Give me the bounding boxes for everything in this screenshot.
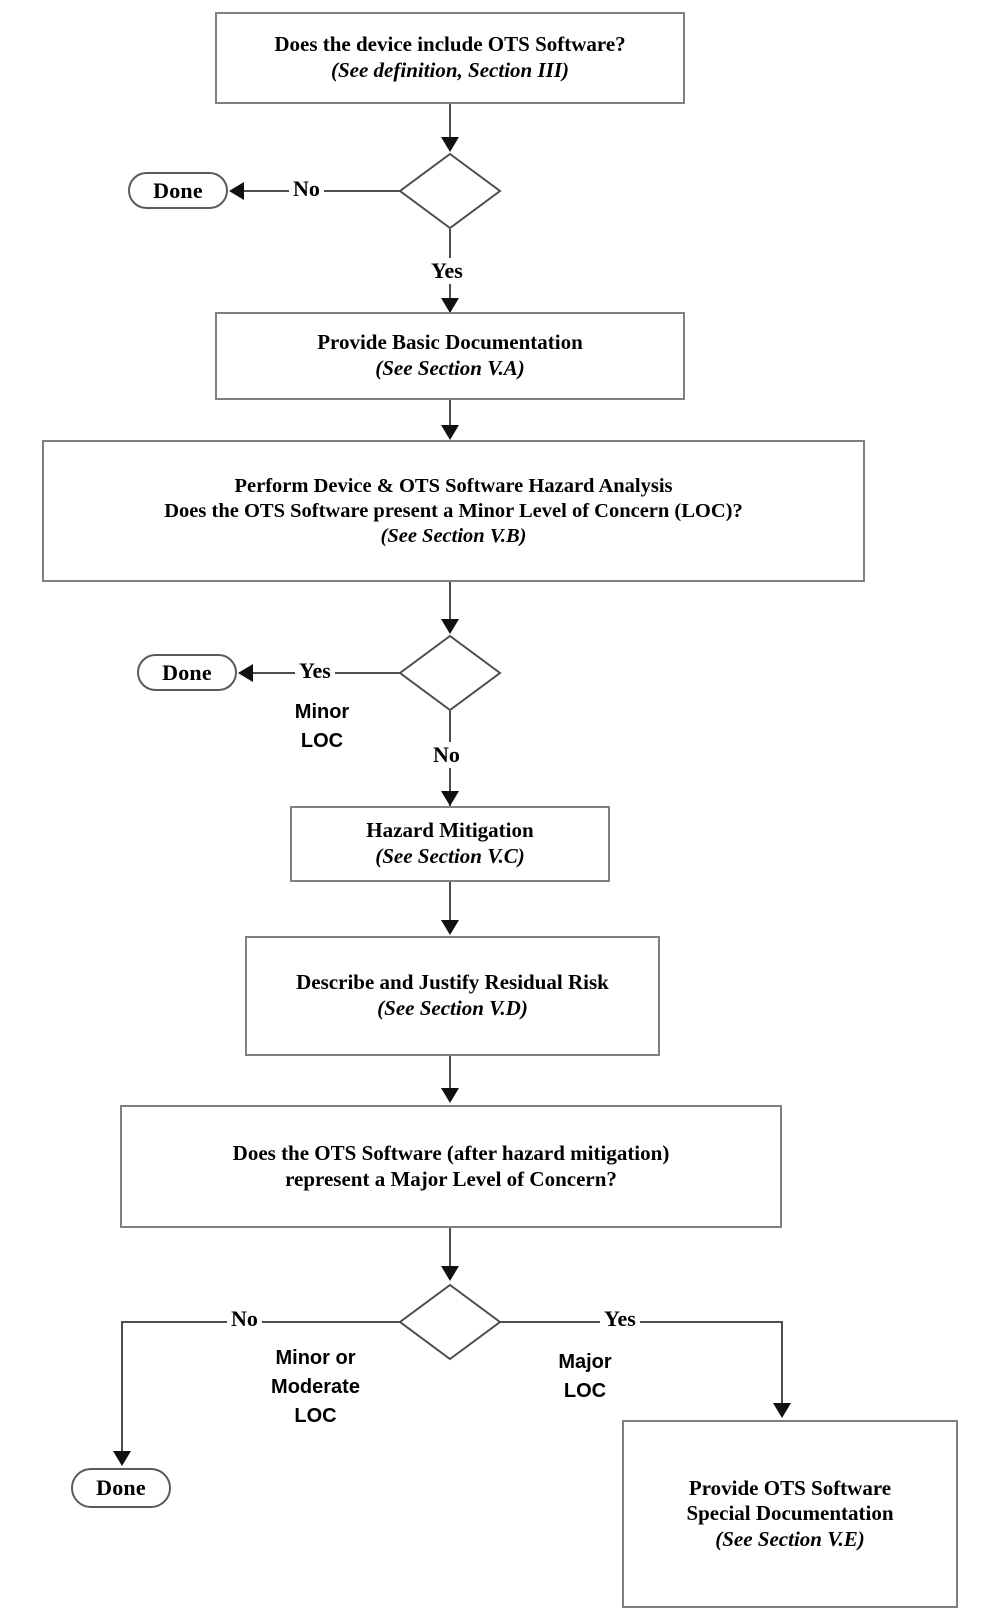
residual-risk-line-2: (See Section V.D) xyxy=(377,996,528,1020)
node-provide-basic-documentation[interactable]: Provide Basic Documentation (See Section… xyxy=(215,312,685,400)
arrowhead-into-decision3 xyxy=(441,1266,459,1281)
decision-include-ots-software[interactable] xyxy=(398,152,502,230)
node-hazard-analysis[interactable]: Perform Device & OTS Software Hazard Ana… xyxy=(42,440,865,582)
node-residual-risk[interactable]: Describe and Justify Residual Risk (See … xyxy=(245,936,660,1056)
connector-start-to-decision1 xyxy=(449,104,451,140)
connector-decision3-no-vertical xyxy=(121,1321,123,1454)
annotation-major-loc-line-2: LOC xyxy=(563,1380,607,1402)
annotation-minor-or-moderate-loc: Minor or Moderate LOC xyxy=(248,1344,383,1431)
done-label-2: Done xyxy=(162,659,212,685)
node-start-question[interactable]: Does the device include OTS Software? (S… xyxy=(215,12,685,104)
arrowhead-into-basic-doc xyxy=(441,298,459,313)
connector-hazard-analysis-to-decision2 xyxy=(449,582,451,622)
arrowhead-into-hazard-mitigation xyxy=(441,791,459,806)
edge-label-decision1-no: No xyxy=(289,176,324,202)
basic-doc-line-1: Provide Basic Documentation xyxy=(317,330,583,355)
annotation-minor-loc-line-1: Minor xyxy=(294,701,350,723)
decision-minor-level-of-concern[interactable] xyxy=(398,634,502,712)
terminator-done-minor-or-moderate-loc[interactable]: Done xyxy=(71,1468,171,1508)
annotation-minor-loc: Minor LOC xyxy=(272,698,372,756)
start-question-line-2: (See definition, Section III) xyxy=(330,58,569,82)
residual-risk-line-1: Describe and Justify Residual Risk xyxy=(296,970,609,995)
special-doc-line-2: Special Documentation xyxy=(686,1501,894,1526)
arrowhead-into-residual-risk xyxy=(441,920,459,935)
terminator-done-no-ots[interactable]: Done xyxy=(128,172,228,209)
connector-basic-doc-to-hazard-analysis xyxy=(449,400,451,428)
arrowhead-into-decision1 xyxy=(441,137,459,152)
connector-decision3-yes-horizontal xyxy=(499,1321,783,1323)
node-major-loc-question[interactable]: Does the OTS Software (after hazard miti… xyxy=(120,1105,782,1228)
basic-doc-line-2: (See Section V.A) xyxy=(375,356,525,380)
connector-hazard-mitigation-to-residual-risk xyxy=(449,882,451,924)
done-label-1: Done xyxy=(153,177,203,203)
arrowhead-into-hazard-analysis xyxy=(441,425,459,440)
hazard-analysis-line-2: Does the OTS Software present a Minor Le… xyxy=(164,499,743,522)
hazard-mitigation-line-1: Hazard Mitigation xyxy=(366,818,534,843)
annotation-minor-or-moderate-line-3: LOC xyxy=(294,1405,337,1427)
connector-major-loc-to-decision3 xyxy=(449,1228,451,1270)
edge-label-decision3-yes: Yes xyxy=(600,1306,640,1332)
node-hazard-mitigation[interactable]: Hazard Mitigation (See Section V.C) xyxy=(290,806,610,882)
edge-label-decision2-no: No xyxy=(429,742,464,768)
done-label-3: Done xyxy=(96,1475,146,1500)
hazard-mitigation-line-2: (See Section V.C) xyxy=(375,844,525,868)
edge-label-decision1-yes: Yes xyxy=(427,258,467,284)
special-doc-line-3: (See Section V.E) xyxy=(715,1526,865,1551)
annotation-major-loc-line-1: Major xyxy=(558,1351,612,1373)
connector-residual-risk-to-major-loc xyxy=(449,1056,451,1090)
arrowhead-into-done-2 xyxy=(238,664,253,682)
arrowhead-into-done-1 xyxy=(229,182,244,200)
hazard-analysis-line-1: Perform Device & OTS Software Hazard Ana… xyxy=(234,474,673,497)
annotation-minor-loc-line-2: LOC xyxy=(300,730,344,752)
major-loc-question-line-2: represent a Major Level of Concern? xyxy=(285,1166,617,1191)
edge-label-decision3-no: No xyxy=(227,1306,262,1332)
hazard-analysis-line-3: (See Section V.B) xyxy=(380,524,527,547)
arrowhead-into-decision2 xyxy=(441,619,459,634)
special-doc-line-1: Provide OTS Software xyxy=(688,1475,892,1500)
start-question-line-1: Does the device include OTS Software? xyxy=(274,32,626,57)
edge-label-decision2-yes: Yes xyxy=(295,658,335,684)
decision-major-level-of-concern[interactable] xyxy=(398,1283,502,1361)
connector-decision3-yes-vertical xyxy=(781,1321,783,1406)
annotation-major-loc: Major LOC xyxy=(535,1348,635,1406)
arrowhead-into-done-3 xyxy=(113,1451,131,1466)
annotation-minor-or-moderate-line-1: Minor or xyxy=(275,1347,356,1369)
annotation-minor-or-moderate-line-2: Moderate xyxy=(271,1376,360,1398)
arrowhead-into-special-documentation xyxy=(773,1403,791,1418)
arrowhead-into-major-loc-question xyxy=(441,1088,459,1103)
terminator-done-minor-loc[interactable]: Done xyxy=(137,654,237,691)
node-special-documentation[interactable]: Provide OTS Software Special Documentati… xyxy=(622,1420,958,1608)
major-loc-question-line-1: Does the OTS Software (after hazard miti… xyxy=(232,1140,670,1165)
